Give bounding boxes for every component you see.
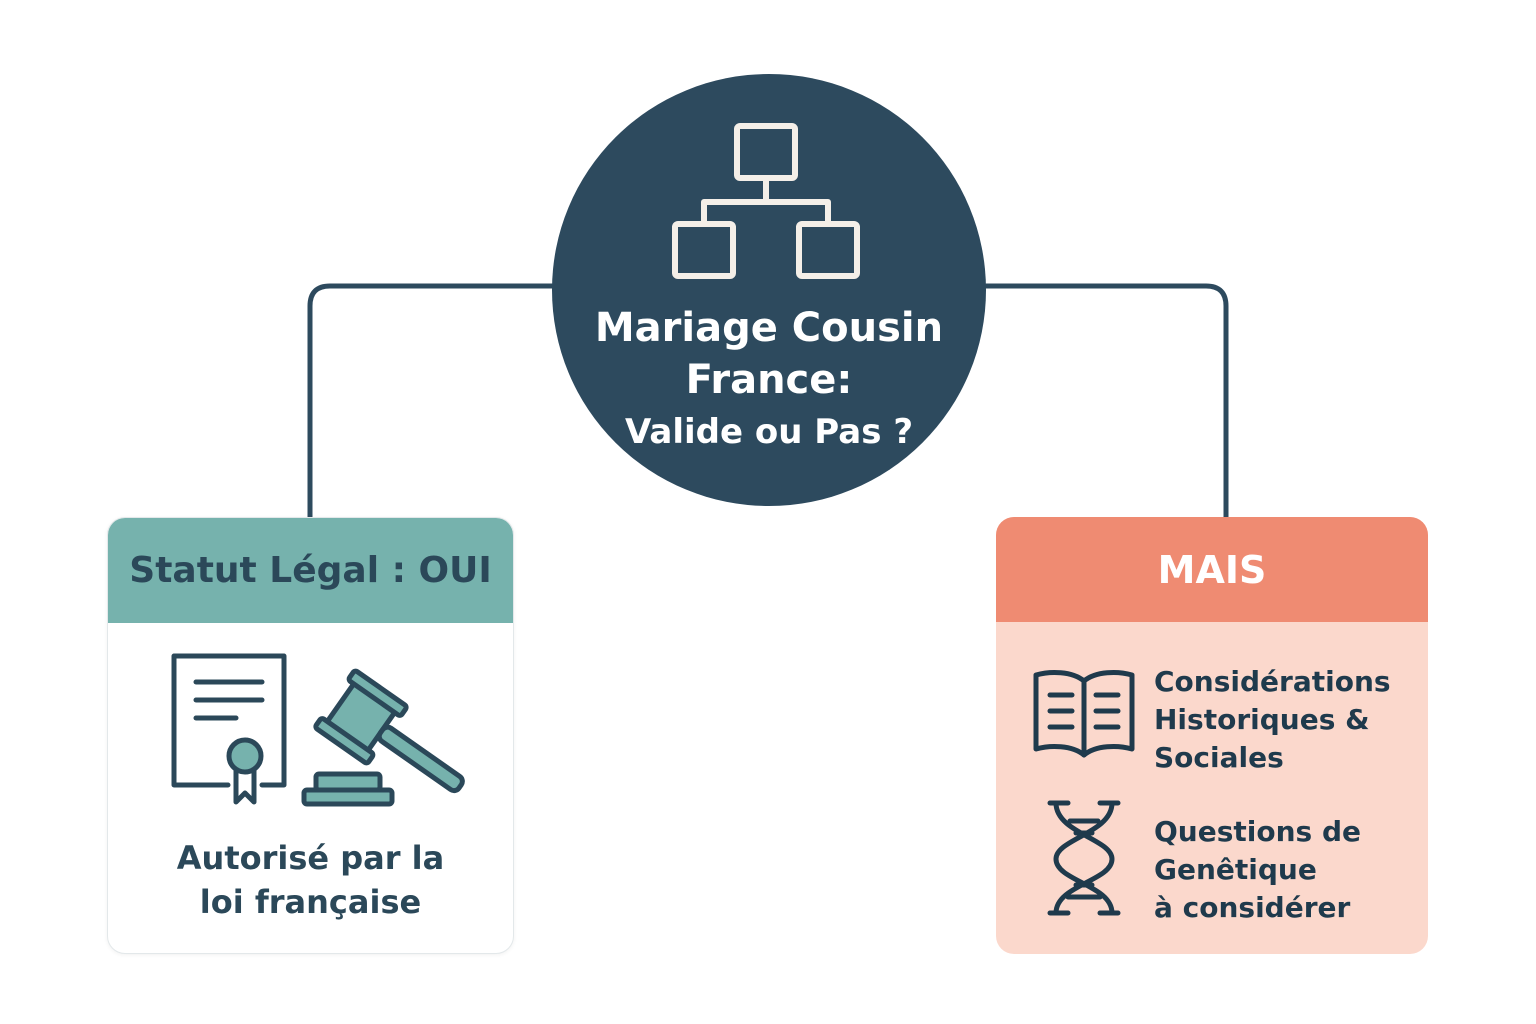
caveats-card: MAIS Considérations Historiques & Social… — [996, 517, 1428, 954]
central-subtitle: Valide ou Pas ? — [624, 412, 914, 452]
legal-status-header: Statut Légal : OUI — [108, 518, 513, 623]
caveat-1-line-1: Considérations — [1154, 665, 1391, 698]
connector-left — [307, 283, 555, 521]
gavel-icon — [301, 668, 465, 807]
caveat-genetics-text: Questions de Genêtique à considérer — [1154, 813, 1361, 927]
legal-icons — [171, 653, 465, 807]
caveat-2-line-1: Questions de — [1154, 815, 1361, 848]
dna-icon — [1047, 800, 1121, 916]
legal-text-line-1: Autorisé par la — [176, 839, 445, 877]
certificate-icon — [171, 653, 287, 805]
caveat-2-line-3: à considérer — [1154, 891, 1351, 924]
central-topic-node: Mariage Cousin France: Valide ou Pas ? — [552, 74, 986, 506]
caveat-1-line-2: Historiques & — [1154, 703, 1370, 736]
caveat-2-line-2: Genêtique — [1154, 853, 1317, 886]
central-title-line-2: France: — [685, 357, 853, 403]
caveat-item-historical-social: Considérations Historiques & Sociales — [1032, 663, 1422, 783]
caveat-item-genetics: Questions de Genêtique à considérer — [1032, 800, 1422, 939]
caveat-historical-social-text: Considérations Historiques & Sociales — [1154, 663, 1391, 777]
legal-text-line-2: loi française — [199, 883, 422, 921]
central-title-line-1: Mariage Cousin — [594, 305, 944, 351]
connector-right — [983, 283, 1229, 521]
book-icon — [1033, 670, 1135, 758]
legal-status-description: Autorisé par la loi française — [108, 836, 513, 924]
caveats-header: MAIS — [996, 517, 1428, 622]
hierarchy-icon — [672, 123, 860, 279]
caveat-1-line-3: Sociales — [1154, 741, 1284, 774]
legal-status-card: Statut Légal : OUI Autorisé par la loi f… — [107, 517, 514, 954]
central-title: Mariage Cousin France: — [572, 302, 966, 406]
